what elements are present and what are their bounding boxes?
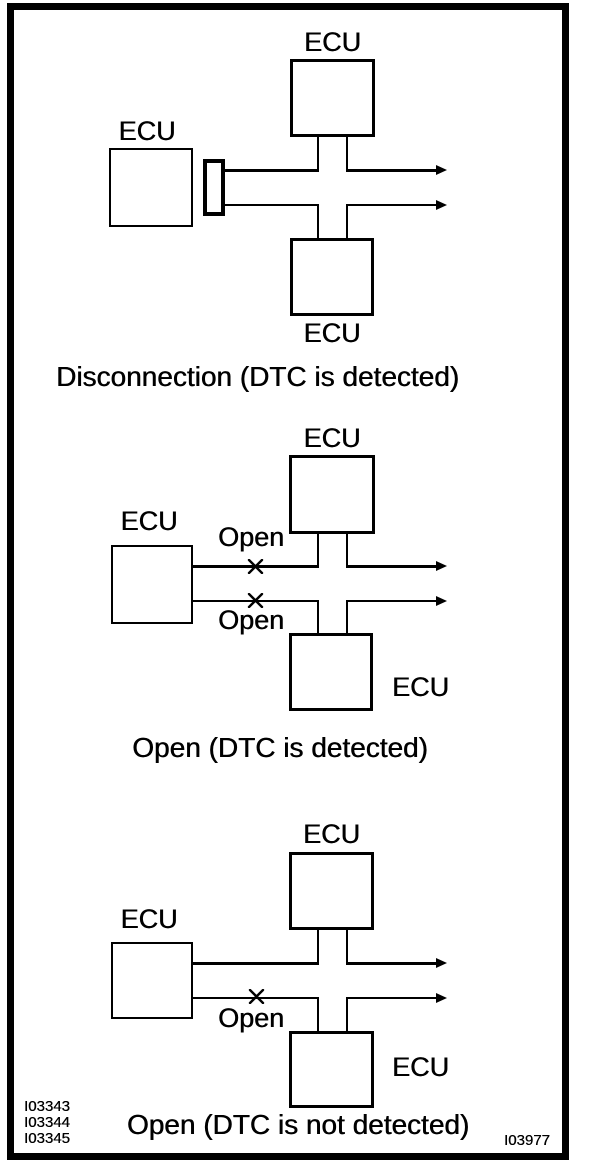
top-branch-left-wire — [317, 135, 319, 172]
ecu-box-top — [289, 852, 374, 930]
figure-id: I03977 — [504, 1132, 550, 1149]
bus-wire1-arrow-icon — [436, 958, 447, 968]
ecu-box-left — [111, 545, 193, 624]
top-branch-left-wire — [317, 928, 319, 965]
bottom-branch-left-wire — [317, 997, 319, 1033]
wire-break-x-icon — [247, 559, 264, 574]
open-label-wire2: Open — [218, 1003, 285, 1033]
bus-wire1-right-segment — [348, 565, 438, 568]
top-branch-right-wire — [346, 135, 348, 172]
top-branch-left-wire — [317, 532, 319, 568]
diagram-caption: Open (DTC is detected) — [132, 732, 428, 763]
bus-wire1-right-segment — [348, 169, 438, 172]
open-label-wire1: Open — [218, 522, 285, 552]
figure-id: I03345 — [24, 1130, 70, 1147]
open-label-wire2: Open — [218, 605, 285, 635]
ecu-box-bottom — [290, 238, 374, 316]
bus-wire1-right-segment — [348, 962, 438, 965]
ecu-bottom-label: ECU — [303, 318, 361, 348]
ecu-box-left — [111, 942, 193, 1019]
figure-border-frame — [7, 3, 569, 1160]
ecu-box-top — [290, 59, 375, 137]
top-branch-right-wire — [346, 532, 348, 568]
bottom-branch-left-wire — [317, 600, 319, 635]
ecu-box-top — [289, 455, 375, 534]
disconnected-connector-icon — [203, 159, 225, 216]
top-branch-right-wire — [346, 928, 348, 965]
bus-wire2-right-segment — [348, 997, 438, 999]
bottom-branch-right-wire — [346, 997, 348, 1033]
bus-wire1-left-segment — [193, 962, 319, 965]
wire-break-x-icon — [247, 593, 264, 608]
bus-wire1-left-segment — [225, 169, 319, 172]
figure-id: I03344 — [24, 1114, 70, 1131]
bottom-branch-left-wire — [317, 204, 319, 240]
bus-wire1-arrow-icon — [436, 561, 447, 571]
ecu-left-label: ECU — [120, 904, 178, 934]
bus-wire1-arrow-icon — [436, 165, 447, 175]
ecu-left-label: ECU — [118, 116, 176, 146]
ecu-bottom-label: ECU — [392, 672, 450, 702]
bus-wire2-right-segment — [348, 600, 438, 602]
ecu-left-label: ECU — [120, 506, 178, 536]
bottom-branch-right-wire — [346, 204, 348, 240]
wire-break-x-icon — [248, 989, 265, 1004]
ecu-bottom-label: ECU — [392, 1052, 450, 1082]
ecu-box-bottom — [289, 1031, 374, 1108]
ecu-top-label: ECU — [302, 819, 360, 849]
ecu-top-label: ECU — [303, 423, 361, 453]
figure-id: I03343 — [24, 1098, 70, 1115]
ecu-box-left — [109, 148, 193, 227]
bus-wire2-left-segment — [225, 204, 319, 206]
ecu-box-bottom — [289, 633, 373, 711]
diagram-caption: Open (DTC is not detected) — [126, 1109, 470, 1140]
ecu-top-label: ECU — [303, 27, 361, 57]
bus-wire2-arrow-icon — [436, 200, 447, 210]
bus-wire2-right-segment — [348, 204, 438, 206]
figure-id-list: I03343 I03344 I03345 — [24, 1099, 70, 1147]
bus-wire2-arrow-icon — [436, 596, 447, 606]
bus-wire2-arrow-icon — [436, 993, 447, 1003]
bottom-branch-right-wire — [346, 600, 348, 635]
diagram-caption: Disconnection (DTC is detected) — [55, 361, 460, 392]
